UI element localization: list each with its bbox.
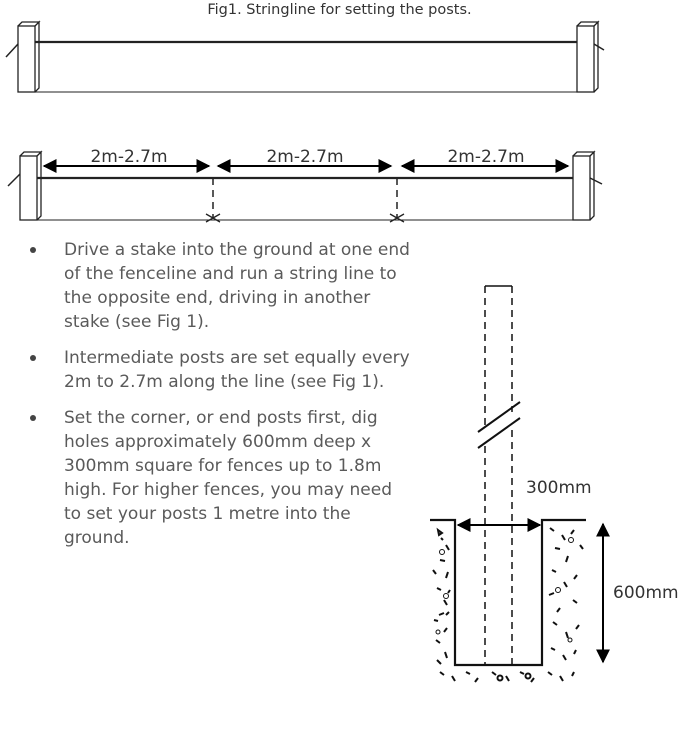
instruction-list: Drive a stake into the ground at one end… xyxy=(30,238,410,562)
post-break-lines xyxy=(477,401,521,449)
instruction-item: Intermediate posts are set equally every… xyxy=(30,346,410,394)
bullet-icon xyxy=(30,415,36,421)
stake-cross-2 xyxy=(389,213,405,223)
bullet-icon xyxy=(30,247,36,253)
hole-outline xyxy=(430,518,586,667)
spacing-label-1: 2m-2.7m xyxy=(90,147,167,167)
instruction-item: Drive a stake into the ground at one end… xyxy=(30,238,410,334)
left-stake xyxy=(5,20,41,93)
instruction-text: Set the corner, or end posts first, dig … xyxy=(64,408,393,548)
hole-depth-label: 600mm xyxy=(613,583,679,603)
bullet-icon xyxy=(30,355,36,361)
concrete-left xyxy=(432,527,451,665)
right-stake xyxy=(576,20,605,93)
hole-width-label: 300mm xyxy=(526,478,592,498)
instruction-text: Drive a stake into the ground at one end… xyxy=(64,240,410,332)
concrete-bottom xyxy=(439,671,575,683)
right-stake-2 xyxy=(572,150,603,221)
left-stake-2 xyxy=(7,150,43,221)
stringline-diagram xyxy=(5,20,605,93)
concrete-right xyxy=(548,527,584,661)
spacing-label-3: 2m-2.7m xyxy=(447,147,524,167)
spacing-diagram xyxy=(7,150,603,223)
spacing-label-2: 2m-2.7m xyxy=(266,147,343,167)
post-hole-diagram xyxy=(430,285,610,683)
post-dashed xyxy=(484,286,513,665)
instruction-text: Intermediate posts are set equally every… xyxy=(64,348,410,392)
stake-cross-1 xyxy=(205,213,221,223)
instruction-item: Set the corner, or end posts first, dig … xyxy=(30,406,410,550)
figure-caption: Fig1. Stringline for setting the posts. xyxy=(207,2,472,18)
